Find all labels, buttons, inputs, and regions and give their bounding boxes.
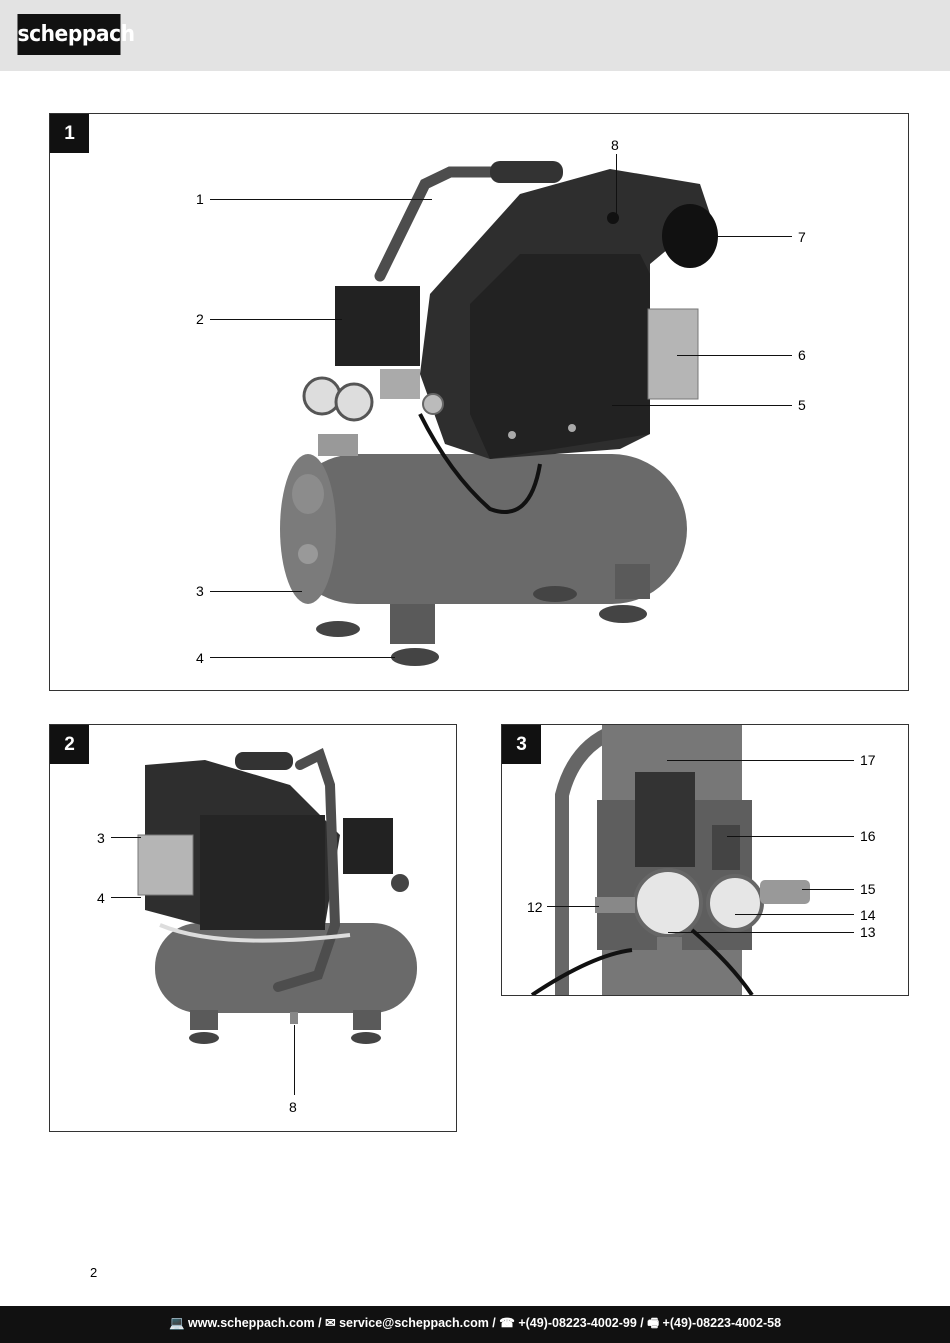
envelope-icon: ✉ <box>325 1316 336 1330</box>
fax-icon: 🖷 <box>647 1316 660 1330</box>
leader-line <box>727 836 854 837</box>
callout-label: 12 <box>527 899 543 915</box>
footer-bar: 💻 www.scheppach.com / ✉ service@scheppac… <box>0 1306 950 1343</box>
leader-line <box>111 897 141 898</box>
computer-icon: 💻 <box>168 1316 185 1330</box>
figure-2: 2 3 4 8 <box>49 724 457 1132</box>
callout-label: 1 <box>196 191 204 207</box>
pressure-controls-closeup-illustration <box>530 725 810 995</box>
figure-number: 3 <box>502 725 541 764</box>
leader-line <box>702 236 792 237</box>
leader-line <box>294 1025 295 1095</box>
callout-label: 7 <box>798 229 806 245</box>
compressor-front-illustration <box>280 161 718 666</box>
leader-line <box>677 355 792 356</box>
leader-line <box>210 199 432 200</box>
callout-label: 5 <box>798 397 806 413</box>
leader-line <box>210 657 395 658</box>
website-link[interactable]: www.scheppach.com <box>188 1316 315 1330</box>
callout-label: 14 <box>860 907 876 923</box>
figure-3: 3 17 16 15 14 13 12 <box>501 724 909 996</box>
leader-line <box>616 154 617 216</box>
callout-label: 13 <box>860 924 876 940</box>
telephone-icon: ☎ <box>499 1316 515 1330</box>
callout-label: 15 <box>860 881 876 897</box>
fax-number: +(49)-08223-4002-58 <box>662 1316 782 1330</box>
leader-line <box>111 837 141 838</box>
leader-line <box>210 591 302 592</box>
header-bar: scheppach <box>0 0 950 71</box>
separator: / <box>488 1316 500 1330</box>
figure-number: 2 <box>50 725 89 764</box>
leader-line <box>547 906 599 907</box>
phone-number: +(49)-08223-4002-99 <box>518 1316 637 1330</box>
figure-number: 1 <box>50 114 89 153</box>
leader-line <box>210 319 342 320</box>
email-link[interactable]: service@scheppach.com <box>339 1316 489 1330</box>
callout-label: 3 <box>97 830 105 846</box>
callout-label: 2 <box>196 311 204 327</box>
callout-label: 8 <box>289 1099 297 1115</box>
callout-label: 3 <box>196 583 204 599</box>
callout-label: 17 <box>860 752 876 768</box>
callout-label: 4 <box>196 650 204 666</box>
leader-line <box>802 889 854 890</box>
callout-label: 8 <box>611 137 619 153</box>
leader-line <box>667 760 854 761</box>
scheppach-logo: scheppach <box>17 14 135 55</box>
leader-line <box>735 914 854 915</box>
callout-label: 6 <box>798 347 806 363</box>
separator: / <box>314 1316 326 1330</box>
compressor-side-illustration <box>137 747 417 1044</box>
figure-1: 1 1 2 3 4 5 6 7 8 <box>49 113 909 691</box>
callout-label: 4 <box>97 890 105 906</box>
leader-line <box>668 932 854 933</box>
separator: / <box>636 1316 648 1330</box>
page-number: 2 <box>90 1265 98 1280</box>
callout-label: 16 <box>860 828 876 844</box>
leader-line <box>612 405 792 406</box>
